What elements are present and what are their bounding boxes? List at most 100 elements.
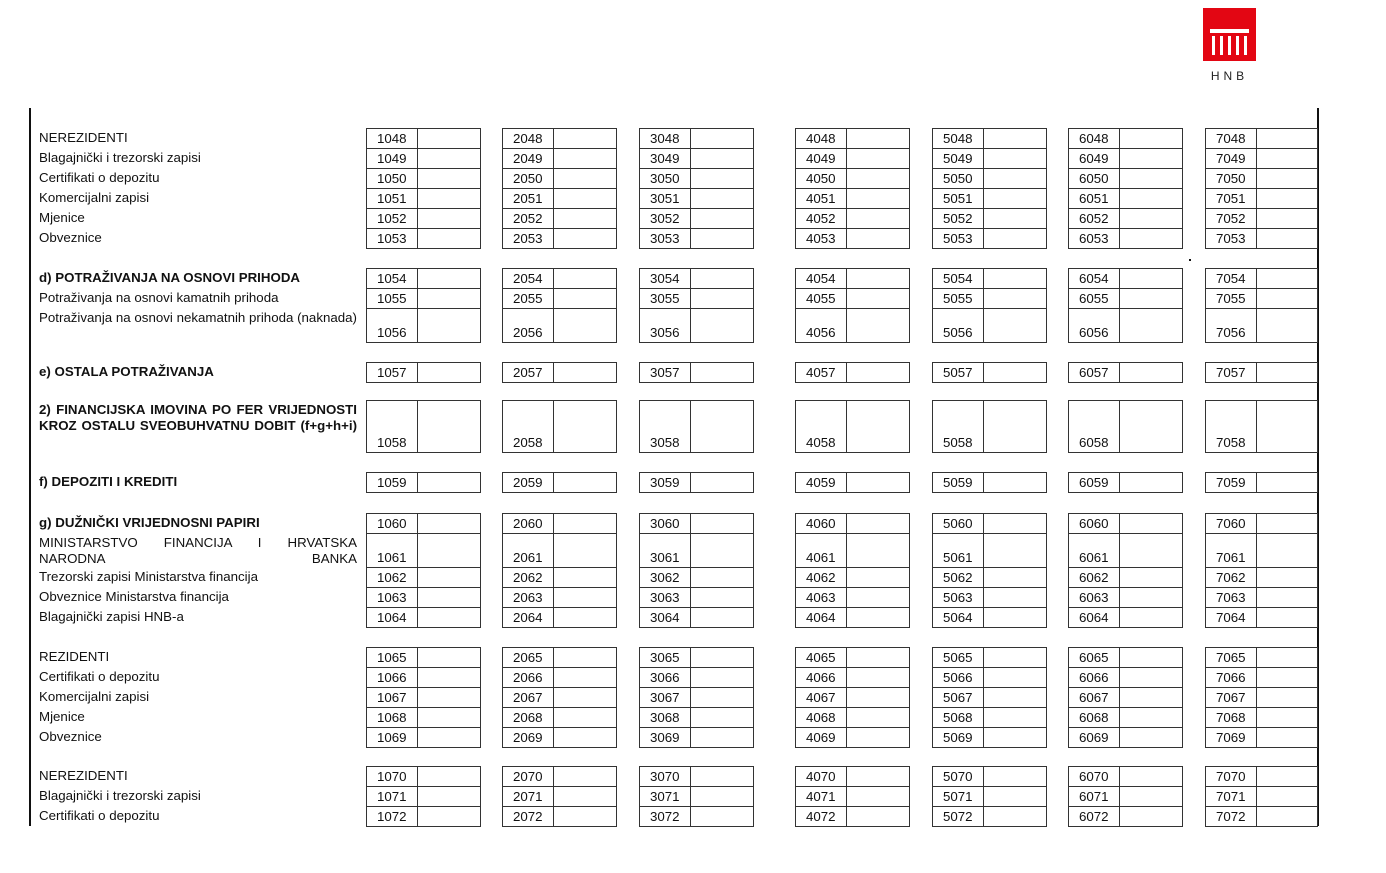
value-input[interactable] [554, 807, 616, 826]
value-input[interactable] [984, 309, 1046, 342]
value-input[interactable] [418, 209, 480, 228]
value-input[interactable] [691, 668, 753, 687]
value-input[interactable] [1120, 807, 1182, 826]
value-input[interactable] [1120, 787, 1182, 806]
value-input[interactable] [1120, 149, 1182, 168]
value-input[interactable] [418, 363, 480, 382]
value-input[interactable] [554, 588, 616, 607]
value-input[interactable] [984, 668, 1046, 687]
value-input[interactable] [554, 708, 616, 727]
value-input[interactable] [418, 588, 480, 607]
value-input[interactable] [418, 401, 480, 452]
value-input[interactable] [1257, 269, 1317, 288]
value-input[interactable] [984, 209, 1046, 228]
value-input[interactable] [1120, 534, 1182, 567]
value-input[interactable] [1257, 668, 1317, 687]
value-input[interactable] [1257, 149, 1317, 168]
value-input[interactable] [418, 787, 480, 806]
value-input[interactable] [418, 473, 480, 492]
value-input[interactable] [984, 189, 1046, 208]
value-input[interactable] [1257, 767, 1317, 786]
value-input[interactable] [418, 169, 480, 188]
value-input[interactable] [554, 728, 616, 747]
value-input[interactable] [847, 514, 909, 533]
value-input[interactable] [984, 568, 1046, 587]
value-input[interactable] [691, 309, 753, 342]
value-input[interactable] [847, 767, 909, 786]
value-input[interactable] [554, 608, 616, 627]
value-input[interactable] [1257, 708, 1317, 727]
value-input[interactable] [847, 401, 909, 452]
value-input[interactable] [691, 401, 753, 452]
value-input[interactable] [984, 514, 1046, 533]
value-input[interactable] [1257, 608, 1317, 627]
value-input[interactable] [847, 129, 909, 148]
value-input[interactable] [554, 169, 616, 188]
value-input[interactable] [847, 269, 909, 288]
value-input[interactable] [984, 787, 1046, 806]
value-input[interactable] [847, 289, 909, 308]
value-input[interactable] [1257, 688, 1317, 707]
value-input[interactable] [847, 189, 909, 208]
value-input[interactable] [847, 668, 909, 687]
value-input[interactable] [418, 767, 480, 786]
value-input[interactable] [691, 129, 753, 148]
value-input[interactable] [1257, 289, 1317, 308]
value-input[interactable] [847, 534, 909, 567]
value-input[interactable] [847, 363, 909, 382]
value-input[interactable] [1257, 648, 1317, 667]
value-input[interactable] [418, 189, 480, 208]
value-input[interactable] [984, 688, 1046, 707]
value-input[interactable] [1257, 787, 1317, 806]
value-input[interactable] [847, 568, 909, 587]
value-input[interactable] [1257, 473, 1317, 492]
value-input[interactable] [1257, 363, 1317, 382]
value-input[interactable] [691, 728, 753, 747]
value-input[interactable] [1257, 309, 1317, 342]
value-input[interactable] [691, 608, 753, 627]
value-input[interactable] [418, 807, 480, 826]
value-input[interactable] [984, 401, 1046, 452]
value-input[interactable] [1120, 289, 1182, 308]
value-input[interactable] [1257, 401, 1317, 452]
value-input[interactable] [1257, 728, 1317, 747]
value-input[interactable] [418, 688, 480, 707]
value-input[interactable] [1120, 688, 1182, 707]
value-input[interactable] [984, 363, 1046, 382]
value-input[interactable] [1120, 608, 1182, 627]
value-input[interactable] [554, 473, 616, 492]
value-input[interactable] [984, 588, 1046, 607]
value-input[interactable] [418, 229, 480, 248]
value-input[interactable] [1120, 363, 1182, 382]
value-input[interactable] [1257, 189, 1317, 208]
value-input[interactable] [984, 269, 1046, 288]
value-input[interactable] [691, 787, 753, 806]
value-input[interactable] [847, 169, 909, 188]
value-input[interactable] [691, 473, 753, 492]
value-input[interactable] [1120, 401, 1182, 452]
value-input[interactable] [847, 309, 909, 342]
value-input[interactable] [1120, 668, 1182, 687]
value-input[interactable] [691, 149, 753, 168]
value-input[interactable] [418, 534, 480, 567]
value-input[interactable] [554, 688, 616, 707]
value-input[interactable] [691, 568, 753, 587]
value-input[interactable] [554, 309, 616, 342]
value-input[interactable] [1120, 473, 1182, 492]
value-input[interactable] [984, 767, 1046, 786]
value-input[interactable] [554, 129, 616, 148]
value-input[interactable] [554, 269, 616, 288]
value-input[interactable] [1120, 229, 1182, 248]
value-input[interactable] [418, 728, 480, 747]
value-input[interactable] [984, 728, 1046, 747]
value-input[interactable] [691, 229, 753, 248]
value-input[interactable] [691, 534, 753, 567]
value-input[interactable] [691, 363, 753, 382]
value-input[interactable] [847, 807, 909, 826]
value-input[interactable] [1257, 209, 1317, 228]
value-input[interactable] [1257, 514, 1317, 533]
value-input[interactable] [1257, 229, 1317, 248]
value-input[interactable] [554, 229, 616, 248]
value-input[interactable] [1120, 767, 1182, 786]
value-input[interactable] [847, 688, 909, 707]
